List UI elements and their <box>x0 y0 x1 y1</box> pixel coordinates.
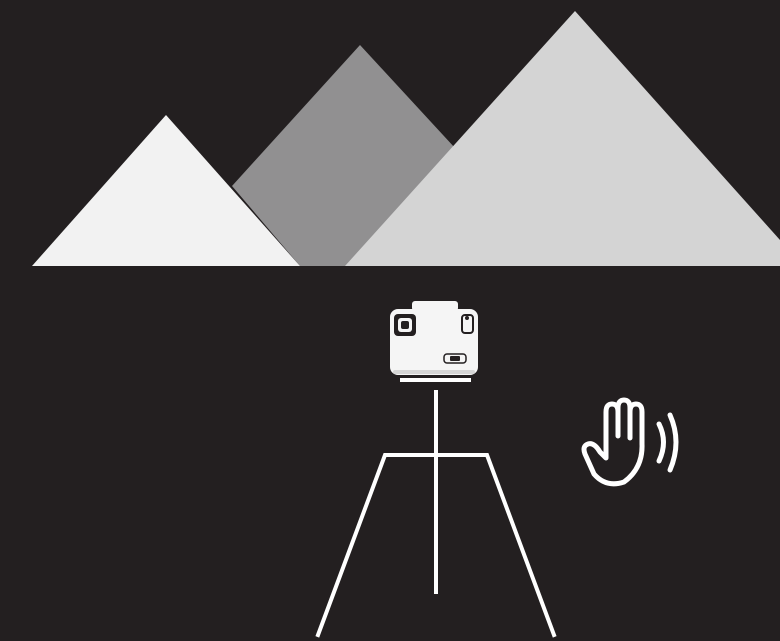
camera-lens-core <box>401 321 409 329</box>
camera-top-hump <box>412 301 458 311</box>
camera-badge-dot <box>450 356 460 361</box>
camera-bottom-strip <box>393 370 475 374</box>
camera-icon <box>389 301 479 376</box>
camera-button <box>465 316 469 320</box>
